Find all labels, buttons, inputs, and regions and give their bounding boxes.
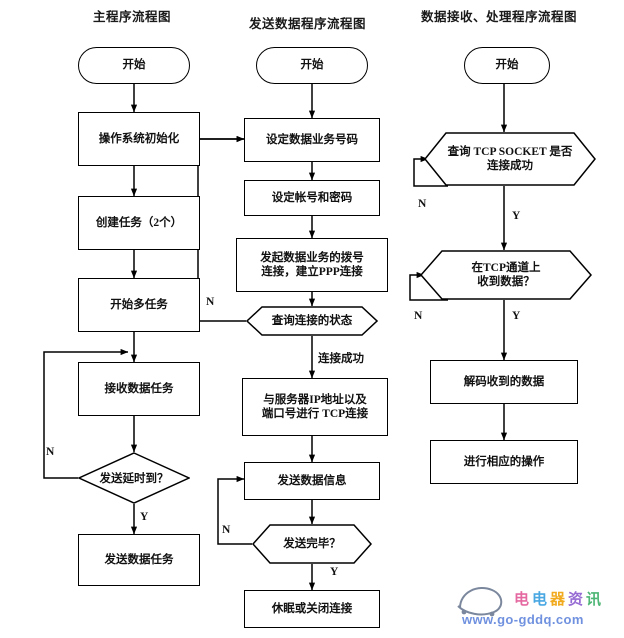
decision-send-delay[interactable]: 发送延时到？ [78,452,190,504]
node-dialup-ppp[interactable]: 发起数据业务的拨号 连接，建立PPP连接 [236,238,388,292]
edge-label-connect-success: 连接成功 [318,353,364,365]
node-sleep-or-close[interactable]: 休眠或关闭连接 [244,590,380,628]
node-recv-data-task[interactable]: 接收数据任务 [78,362,200,416]
edge-label-col3-h1-n: N [418,198,427,210]
node-col1-start[interactable]: 开始 [78,47,190,84]
decision-send-complete[interactable]: 发送完毕？ [252,524,372,564]
hexagon-shape [420,250,592,300]
node-set-account-password[interactable]: 设定帐号和密码 [244,180,380,216]
node-create-tasks[interactable]: 创建任务（2个） [78,196,200,250]
edge-label-col1-y: Y [140,511,149,523]
decision-tcp-socket-connected[interactable]: 查询 TCP SOCKET 是否 连接成功 [424,132,596,186]
node-tcp-connect[interactable]: 与服务器IP地址以及 端口号进行 TCP连接 [242,378,388,436]
node-col2-start[interactable]: 开始 [256,47,368,84]
node-dialup-ppp-line1: 发起数据业务的拨号 [260,251,364,264]
column-title-receive: 数据接收、处理程序流程图 [421,10,578,24]
edge-label-col3-h2-n: N [414,310,423,322]
decision-tcp-data-received[interactable]: 在TCP通道上 收到数据？ [420,250,592,300]
edge-label-col2-h1-n: N [206,296,215,308]
node-col3-start[interactable]: 开始 [464,47,550,84]
edge-label-col3-h1-y: Y [512,210,521,222]
edge-label-col2-h2-n: N [222,524,231,536]
hexagon-shape [252,524,372,564]
node-start-multitask[interactable]: 开始多任务 [78,278,200,332]
node-tcp-connect-line2: 端口号进行 TCP连接 [261,408,369,420]
column-title-send: 发送数据程序流程图 [249,17,367,31]
node-send-data-message[interactable]: 发送数据信息 [244,462,380,500]
edge-label-col3-h2-y: Y [512,310,521,322]
edge-label-col1-n: N [46,446,55,458]
node-set-service-number[interactable]: 设定数据业务号码 [244,118,380,162]
edge-label-col2-h2-y: Y [330,566,339,578]
diamond-shape [78,452,190,504]
node-send-data-task[interactable]: 发送数据任务 [78,534,200,586]
node-tcp-connect-line1: 与服务器IP地址以及 [263,393,367,406]
node-decode-received-data[interactable]: 解码收到的数据 [430,360,578,404]
node-perform-operation[interactable]: 进行相应的操作 [430,440,578,484]
node-dialup-ppp-line2: 连接，建立PPP连接 [261,266,363,278]
node-os-init[interactable]: 操作系统初始化 [78,112,200,166]
column-title-main: 主程序流程图 [93,10,172,24]
hexagon-shape [424,132,596,186]
decision-query-connection-state[interactable]: 查询连接的状态 [246,306,378,336]
hexagon-shape [246,306,378,336]
